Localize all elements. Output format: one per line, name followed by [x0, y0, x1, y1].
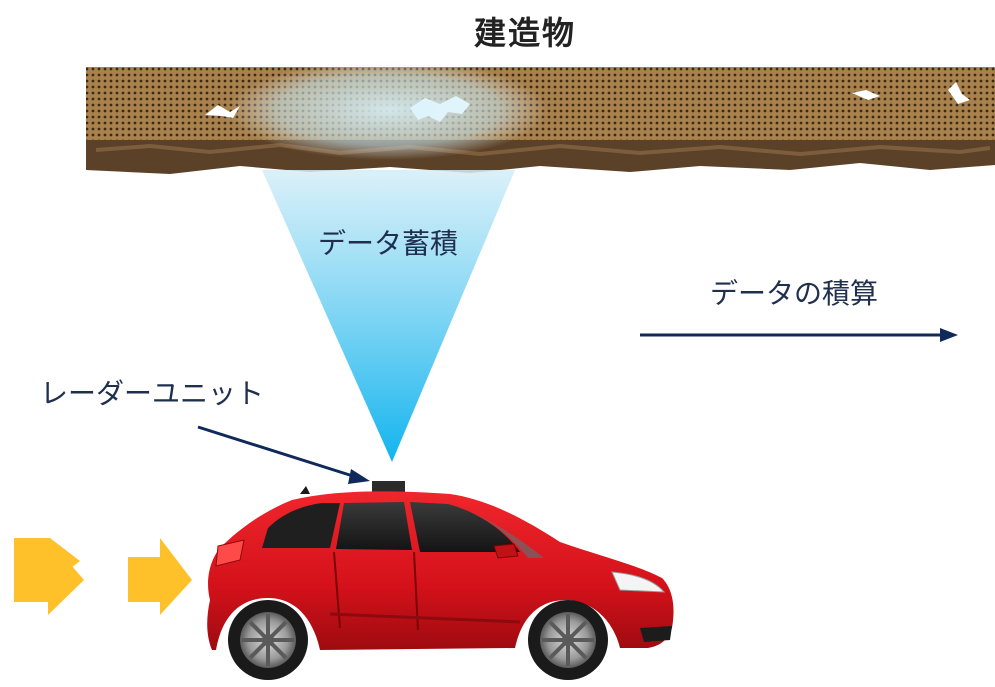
car-wheel-front — [528, 600, 608, 680]
scan-area — [228, 60, 548, 160]
chevron-right-icon — [128, 538, 192, 615]
data-accumulation-label: データ蓄積 — [318, 227, 459, 260]
beam-cone — [262, 170, 515, 462]
integration-arrow — [640, 328, 958, 342]
car-window — [336, 502, 412, 550]
car-window — [410, 502, 520, 552]
radar-unit — [372, 481, 405, 494]
chevron-right-icon — [14, 538, 84, 615]
radar-unit-label: レーダーユニット — [40, 377, 265, 410]
structure-title: 建造物 — [473, 14, 576, 52]
data-integration-label: データの積算 — [710, 277, 879, 310]
red-car-icon — [207, 481, 674, 680]
car-window — [262, 503, 340, 548]
car-headlight — [611, 571, 666, 593]
structure-underside — [86, 140, 995, 174]
car-mirror — [493, 543, 519, 559]
crack-mark — [948, 82, 970, 104]
radar-pointer-arrow — [197, 425, 370, 484]
radar-beam — [228, 60, 548, 462]
car-taillight — [215, 539, 245, 567]
crack-mark — [852, 90, 880, 100]
car-wheel-rear — [228, 600, 308, 680]
